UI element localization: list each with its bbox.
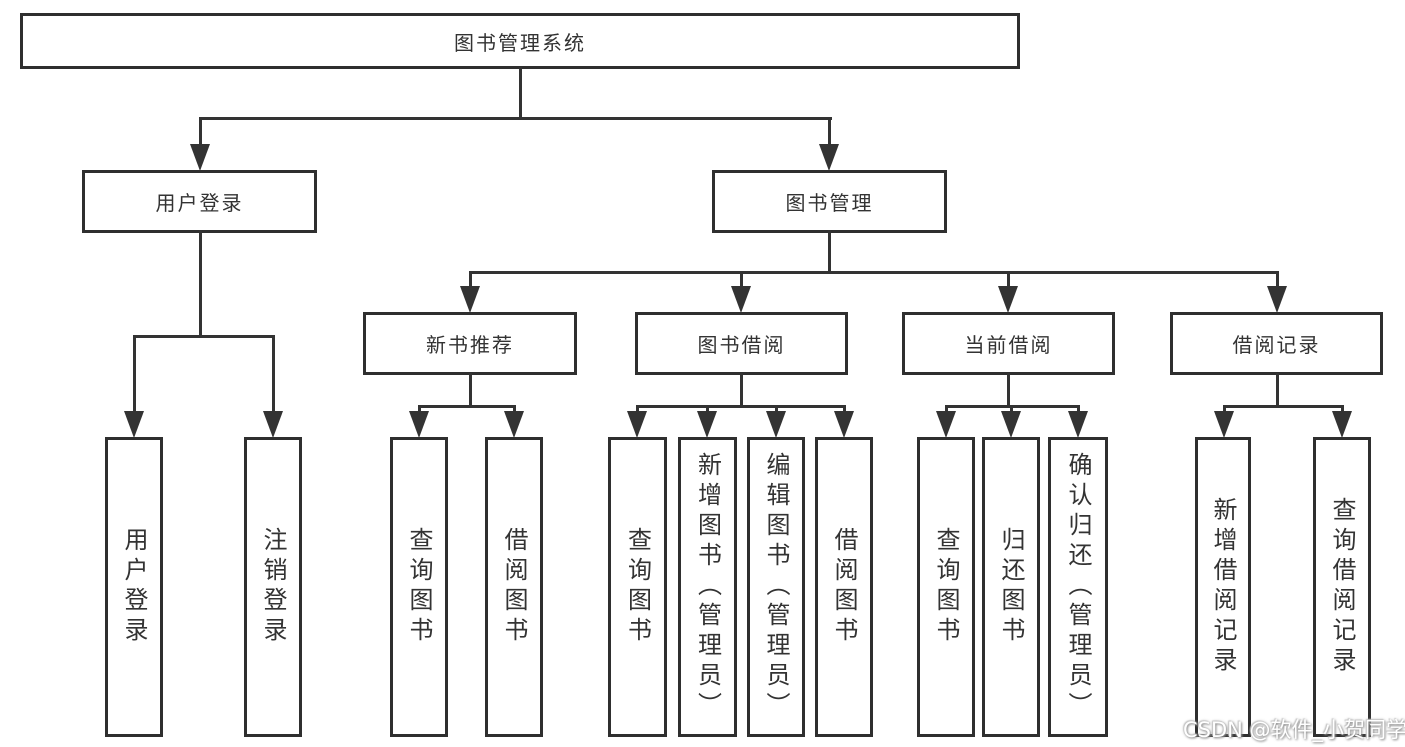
node-book-management-label: 图书管理 [785, 191, 874, 215]
leaf-user-login-label: 用户登录 [120, 527, 148, 647]
node-root: 图书管理系统 [20, 13, 1020, 69]
arrow-down-icon [936, 411, 956, 438]
connector-line [740, 271, 743, 289]
arrow-down-icon [1001, 411, 1021, 438]
node-user-login-label: 用户登录 [155, 191, 244, 215]
connector-line [199, 117, 202, 148]
leaf-bb-query-books-label: 查询图书 [623, 527, 652, 647]
node-new-book-recommend-label: 新书推荐 [426, 333, 514, 357]
arrow-down-icon [190, 144, 210, 171]
arrow-down-icon [627, 411, 647, 438]
connector-line [740, 373, 743, 407]
connector-line [418, 405, 516, 408]
node-new-book-recommend: 新书推荐 [363, 312, 577, 375]
node-current-borrowing: 当前借阅 [902, 312, 1115, 375]
leaf-bb-borrow-books-label: 借阅图书 [830, 527, 858, 647]
connector-line [1276, 373, 1279, 407]
leaf-logout: 注销登录 [244, 437, 302, 737]
arrow-down-icon [124, 411, 144, 438]
leaf-cb-query-books-label: 查询图书 [932, 527, 960, 647]
csdn-watermark: CSDN @软件_小贺同学 [1183, 718, 1405, 742]
connector-line [828, 117, 831, 148]
leaf-bb-borrow-books: 借阅图书 [815, 437, 873, 737]
connector-line [133, 335, 275, 338]
node-book-borrowing-label: 图书借阅 [697, 333, 786, 357]
leaf-bb-add-books: 新增图书（管理员） [678, 437, 737, 737]
arrow-down-icon [504, 411, 524, 438]
arrow-down-icon [1214, 411, 1234, 438]
connector-line [513, 405, 516, 415]
node-root-label: 图书管理系统 [454, 30, 586, 55]
arrow-down-icon [834, 411, 854, 438]
connector-line [1007, 373, 1010, 407]
leaf-nb-query-books: 查询图书 [390, 437, 448, 737]
leaf-nb-borrow-books-label: 借阅图书 [500, 527, 528, 647]
leaf-cb-return-books: 归还图书 [982, 437, 1040, 737]
connector-line [1276, 271, 1279, 289]
leaf-bb-query-books: 查询图书 [608, 437, 667, 737]
arrow-down-icon [1068, 411, 1088, 438]
leaf-logout-label: 注销登录 [259, 527, 287, 647]
arrow-down-icon [1332, 411, 1352, 438]
leaf-bb-edit-books-label: 编辑图书（管理员） [762, 452, 790, 722]
leaf-cb-query-books: 查询图书 [917, 437, 975, 737]
connector-line [133, 335, 136, 415]
arrow-down-icon [1267, 286, 1287, 313]
connector-line [469, 271, 1279, 274]
arrow-down-icon [263, 411, 283, 438]
arrow-down-icon [697, 411, 717, 438]
leaf-cb-confirm-return-label: 确认归还（管理员） [1064, 452, 1092, 722]
arrow-down-icon [766, 411, 786, 438]
connector-line [1007, 271, 1010, 289]
node-borrowing-records: 借阅记录 [1170, 312, 1383, 375]
arrow-down-icon [731, 286, 751, 313]
leaf-bb-edit-books: 编辑图书（管理员） [747, 437, 805, 737]
arrow-down-icon [409, 411, 429, 438]
leaf-bb-add-books-label: 新增图书（管理员） [693, 452, 722, 722]
connector-line [199, 117, 832, 120]
leaf-br-query-record-label: 查询借阅记录 [1328, 497, 1356, 677]
node-book-borrowing: 图书借阅 [635, 312, 848, 375]
node-current-borrowing-label: 当前借阅 [964, 333, 1053, 357]
connector-line [199, 230, 202, 337]
leaf-br-query-record: 查询借阅记录 [1313, 437, 1371, 737]
leaf-cb-return-books-label: 归还图书 [997, 527, 1025, 647]
connector-line [945, 405, 948, 415]
connector-line [828, 230, 831, 273]
connector-line [519, 67, 522, 118]
leaf-nb-query-books-label: 查询图书 [405, 527, 433, 647]
arrow-down-icon [998, 286, 1018, 313]
leaf-nb-borrow-books: 借阅图书 [485, 437, 543, 737]
arrow-down-icon [460, 286, 480, 313]
connector-line [1223, 405, 1344, 408]
connector-line [1077, 405, 1080, 415]
connector-line [636, 405, 846, 408]
connector-line [636, 405, 639, 415]
leaf-br-add-record-label: 新增借阅记录 [1209, 497, 1237, 677]
connector-line [1341, 405, 1344, 415]
leaf-cb-confirm-return: 确认归还（管理员） [1048, 437, 1108, 737]
arrow-down-icon [819, 144, 839, 171]
connector-line [1223, 405, 1226, 415]
connector-line [706, 405, 709, 415]
connector-line [418, 405, 421, 415]
connector-line [469, 271, 472, 289]
connector-line [469, 373, 472, 407]
leaf-user-login: 用户登录 [105, 437, 163, 737]
connector-line [775, 405, 778, 415]
node-user-login: 用户登录 [82, 170, 317, 233]
connector-line [272, 335, 275, 415]
connector-line [843, 405, 846, 415]
node-borrowing-records-label: 借阅记录 [1232, 333, 1321, 357]
leaf-br-add-record: 新增借阅记录 [1195, 437, 1251, 737]
connector-line [1010, 405, 1013, 415]
node-book-management: 图书管理 [712, 170, 947, 233]
